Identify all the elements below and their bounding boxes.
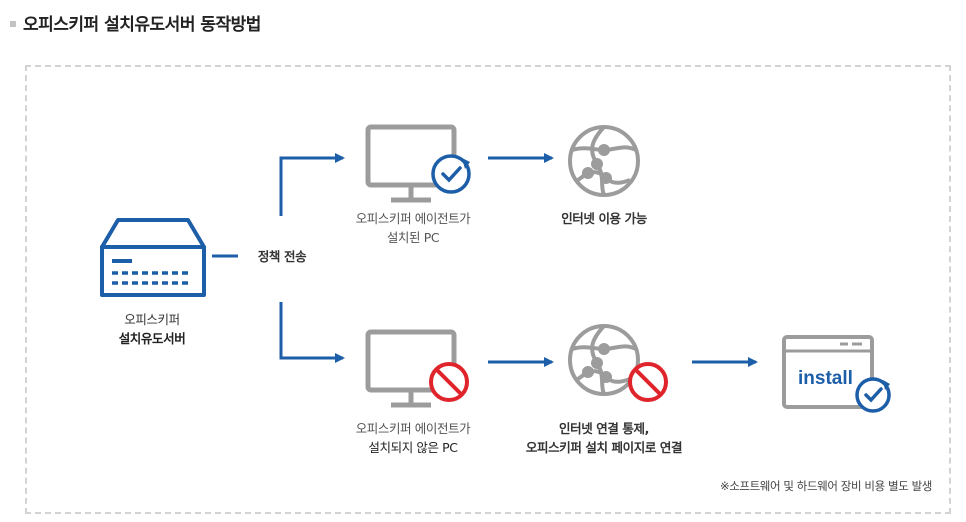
bottom-pc-label-line1: 오피스키퍼 에이전트가: [355, 421, 471, 436]
top-pc-label: 오피스키퍼 에이전트가 설치된 PC: [340, 209, 486, 247]
server-label-line2: 설치유도서버: [118, 331, 186, 346]
diagram-frame: [25, 65, 951, 514]
bottom-pc-label: 오피스키퍼 에이전트가 설치되지 않은 PC: [340, 419, 486, 457]
monitor-check-icon: [365, 124, 471, 203]
top-pc-label-line2: 설치된 PC: [386, 230, 440, 245]
install-text: install: [798, 368, 853, 389]
policy-transfer-label: 정책 전송: [257, 249, 307, 264]
install-window-icon: install: [782, 335, 891, 413]
policy-connector: [212, 153, 758, 367]
page-title-row: 오피스키퍼 설치유도서버 동작방법: [10, 8, 261, 36]
cost-note: ※소프트웨어 및 하드웨어 장비 비용 별도 발생: [719, 479, 932, 493]
internet-blocked-label-line2: 오피스키퍼 설치 페이지로 연결: [525, 440, 683, 455]
internet-blocked-icon: [568, 324, 668, 402]
server-label: 오피스키퍼 설치유도서버: [92, 310, 212, 348]
bottom-pc-label-line2: 설치되지 않은 PC: [368, 440, 458, 455]
server-label-line1: 오피스키퍼: [124, 312, 180, 327]
internet-blocked-label-line1: 인터넷 연결 통제,: [559, 421, 649, 436]
server-icon: [100, 218, 206, 297]
monitor-blocked-icon: [365, 329, 469, 408]
internet-available-label: 인터넷 이용 가능: [561, 211, 647, 226]
top-pc-label-line1: 오피스키퍼 에이전트가: [355, 211, 471, 226]
title-bullet: [10, 21, 16, 27]
page-title: 오피스키퍼 설치유도서버 동작방법: [23, 14, 261, 35]
internet-blocked-label: 인터넷 연결 통제, 오피스키퍼 설치 페이지로 연결: [504, 419, 704, 457]
internet-globe-icon: [568, 125, 640, 197]
